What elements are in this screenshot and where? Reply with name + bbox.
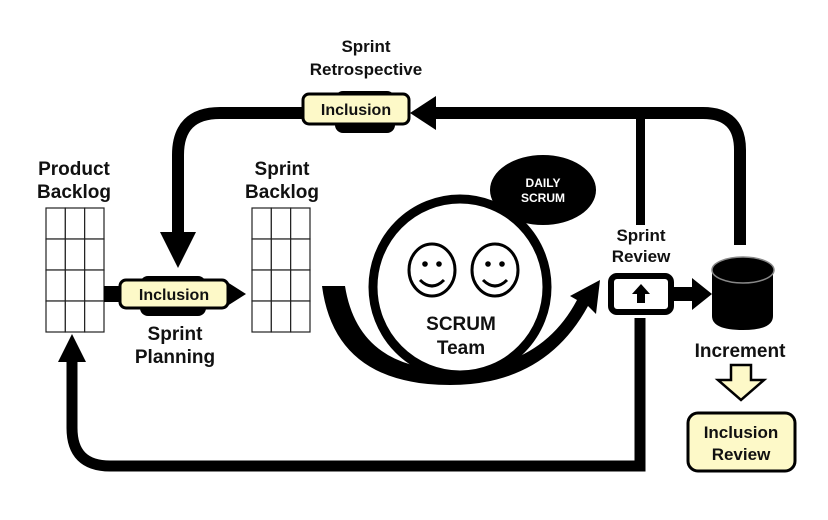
backlog-cell — [270, 238, 292, 271]
sprint-review-box — [608, 273, 674, 315]
daily-scrum-label-line2: SCRUM — [521, 191, 565, 205]
arrowhead-into-planning — [160, 232, 196, 268]
down-arrow-to-inclusion-review — [714, 363, 768, 402]
review-to-increment-connector — [674, 287, 694, 301]
sprint-retrospective-label-line2: Retrospective — [310, 60, 422, 79]
up-arrow-icon — [632, 284, 650, 303]
planning-inclusion-text: Inclusion — [139, 287, 209, 304]
sprint-review-label-line1: Sprint — [616, 226, 665, 245]
retrospective-loop-line-left — [172, 107, 305, 238]
retrospective-inclusion-text: Inclusion — [321, 102, 391, 119]
smiley-face-icon — [407, 242, 457, 298]
arrowhead-into-retrospective — [410, 96, 436, 130]
inclusion-review-label-line2: Review — [712, 445, 771, 464]
arrowhead-into-product-backlog — [58, 334, 86, 362]
sprint-retrospective-label-line1: Sprint — [341, 37, 390, 56]
review-to-increment-arrowhead — [692, 278, 712, 310]
backlog-cell — [45, 300, 66, 333]
product-backlog-label-line2: Backlog — [37, 182, 111, 203]
inclusion-review-label-line1: Inclusion — [704, 423, 779, 442]
backlog-cell — [251, 238, 272, 271]
sprint-backlog-label-line2: Backlog — [245, 182, 319, 203]
backlog-cell — [270, 269, 292, 302]
scrum-team-circle — [368, 194, 552, 380]
retrospective-inclusion-badge: Inclusion — [301, 91, 411, 133]
daily-scrum-bubble — [490, 155, 596, 225]
backlog-cell — [45, 269, 66, 302]
backlog-cell — [64, 207, 86, 240]
bottom-feedback-loop — [66, 318, 646, 472]
inclusion-review-box — [686, 411, 797, 473]
sprint-planning-label-line2: Planning — [135, 347, 215, 368]
scrum-team-label-line2: Team — [437, 338, 485, 359]
backlog-cell — [251, 207, 272, 240]
backlog-cell — [64, 300, 86, 333]
increment-label: Increment — [695, 341, 786, 362]
sprint-backlog-grid — [251, 207, 311, 333]
database-cylinder-icon — [711, 256, 775, 330]
backlog-cell — [45, 238, 66, 271]
backlog-cell — [290, 238, 311, 271]
sprint-backlog-label-line1: Sprint — [255, 159, 311, 180]
backlog-cell — [84, 300, 105, 333]
backlog-cell — [270, 300, 292, 333]
scrum-team-label-line1: SCRUM — [426, 314, 496, 335]
retrospective-loop-line — [430, 107, 746, 245]
backlog-cell — [45, 207, 66, 240]
backlog-cell — [84, 269, 105, 302]
sprint-planning-label-line1: Sprint — [148, 324, 204, 345]
backlog-cell — [270, 207, 292, 240]
planning-inclusion-badge: Inclusion — [118, 276, 246, 316]
backlog-cell — [84, 207, 105, 240]
backlog-cell — [251, 269, 272, 302]
smiley-face-icon — [470, 242, 520, 298]
backlog-cell — [64, 238, 86, 271]
sprint-cycle-swoosh — [322, 280, 600, 385]
daily-scrum-label-line1: DAILY — [526, 176, 561, 190]
product-backlog-grid — [45, 207, 105, 333]
backlog-cell — [64, 269, 86, 302]
backlog-cell — [84, 238, 105, 271]
review-to-top-connector — [636, 113, 645, 225]
sprint-review-label-line2: Review — [612, 247, 671, 266]
backlog-cell — [290, 269, 311, 302]
product-backlog-label-line1: Product — [38, 159, 110, 180]
backlog-cell — [290, 207, 311, 240]
backlog-cell — [251, 300, 272, 333]
backlog-cell — [290, 300, 311, 333]
